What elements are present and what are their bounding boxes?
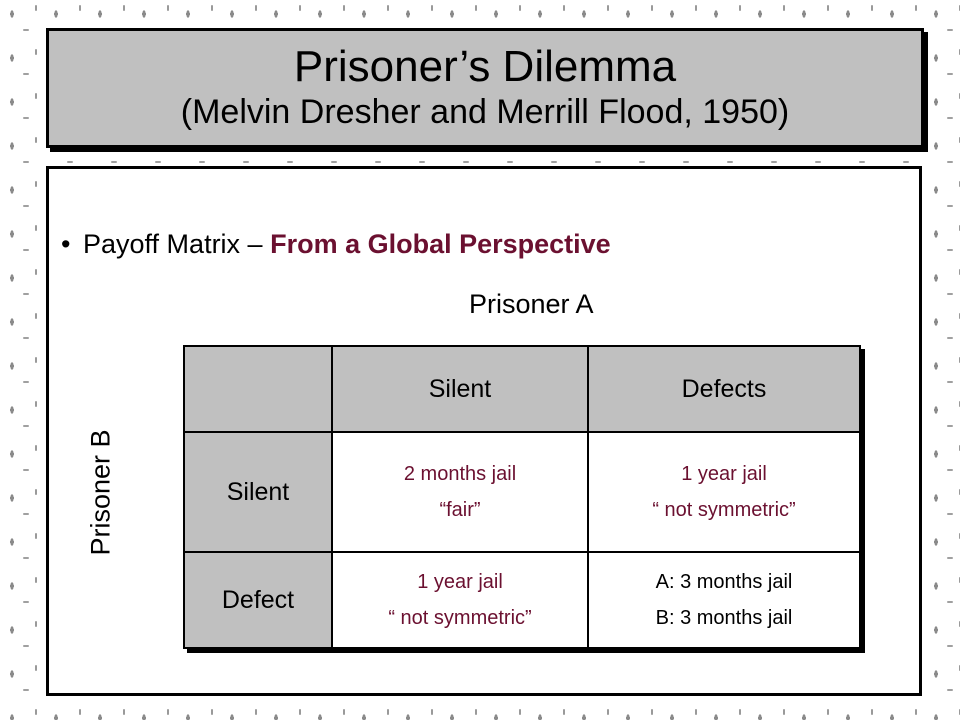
slide-title: Prisoner’s Dilemma (293, 42, 677, 91)
slide-subtitle: (Melvin Dresher and Merrill Flood, 1950) (180, 93, 790, 131)
payoff-line: A: 3 months jail (655, 571, 793, 593)
payoff-cell-silent-silent: 2 months jail “fair” (331, 431, 589, 553)
payoff-note: “ not symmetric” (652, 499, 796, 521)
slide-content-box: • Payoff Matrix – From a Global Perspecti… (46, 166, 922, 696)
matrix-row-defect: Defect 1 year jail “ not symmetric” A: 3… (183, 551, 861, 649)
payoff-cell-defect-defects: A: 3 months jail B: 3 months jail (587, 551, 861, 649)
matrix-row-silent: Silent 2 months jail “fair” 1 year jail … (183, 431, 861, 553)
bullet-text: Payoff Matrix – (83, 229, 271, 259)
matrix-header-row: Silent Defects (183, 345, 861, 433)
bullet-emphasis: From a Global Perspective (270, 229, 611, 259)
payoff-note: “fair” (439, 499, 481, 521)
payoff-matrix: Silent Defects Silent 2 months jail “fai… (183, 345, 861, 649)
payoff-note: “ not symmetric” (388, 607, 532, 629)
prisoner-a-label: Prisoner A (469, 289, 594, 319)
row-header-defect: Defect (183, 551, 333, 649)
matrix-corner-cell (183, 345, 333, 433)
col-header-silent: Silent (331, 345, 589, 433)
bullet-dot-icon: • (61, 229, 71, 259)
payoff-cell-silent-defects: 1 year jail “ not symmetric” (587, 431, 861, 553)
payoff-line: B: 3 months jail (655, 607, 793, 629)
prisoner-b-label: Prisoner B (85, 429, 116, 556)
payoff-line: 1 year jail (417, 571, 503, 593)
row-header-silent: Silent (183, 431, 333, 553)
slide-title-box: Prisoner’s Dilemma (Melvin Dresher and M… (46, 28, 924, 148)
col-header-defects: Defects (587, 345, 861, 433)
payoff-cell-defect-silent: 1 year jail “ not symmetric” (331, 551, 589, 649)
payoff-line: 1 year jail (681, 463, 767, 485)
bullet-point: • Payoff Matrix – From a Global Perspecti… (61, 229, 611, 260)
payoff-line: 2 months jail (403, 463, 517, 485)
